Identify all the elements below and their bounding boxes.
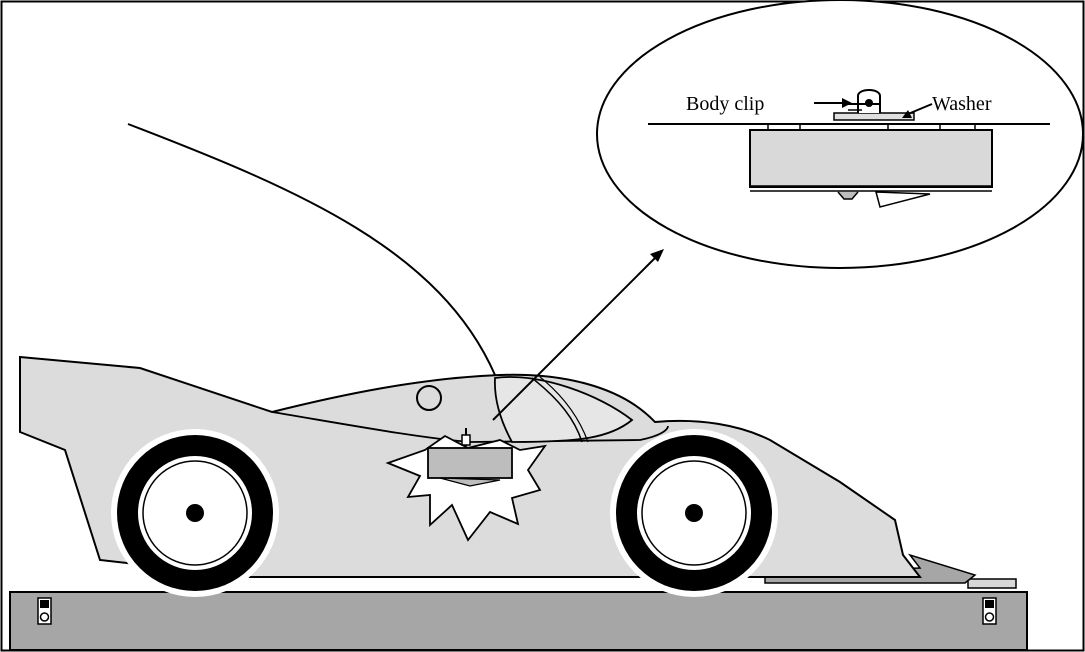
body-clip-arrow-head <box>842 98 852 108</box>
base-board <box>9 591 1028 651</box>
body-clip <box>848 89 881 113</box>
body-hole <box>416 385 442 411</box>
mount-block <box>427 447 513 479</box>
callout-arrow-head <box>650 249 664 262</box>
canopy-pillar-inner <box>539 376 589 443</box>
callout-mount-block <box>749 129 993 188</box>
front-wheel <box>610 429 778 597</box>
washer <box>833 112 915 121</box>
body-clip-label: Body clip <box>686 93 764 115</box>
canopy-pillar <box>531 377 583 443</box>
callout-ribs <box>767 124 976 130</box>
lifted-body-curve <box>127 123 496 376</box>
front-plate <box>967 578 1017 589</box>
callout-post-bottom <box>837 191 859 200</box>
washer-label: Washer <box>932 93 992 115</box>
base-marker-left <box>37 597 52 625</box>
callout-tab <box>875 191 931 208</box>
mini-body-clip <box>461 434 471 446</box>
washer-arrow-head <box>902 110 912 118</box>
rear-wheel <box>111 429 279 597</box>
washer-arrow-line <box>907 103 933 115</box>
callout-arrow-line <box>492 256 657 421</box>
base-marker-right <box>982 597 997 625</box>
mount-tab <box>439 477 501 487</box>
